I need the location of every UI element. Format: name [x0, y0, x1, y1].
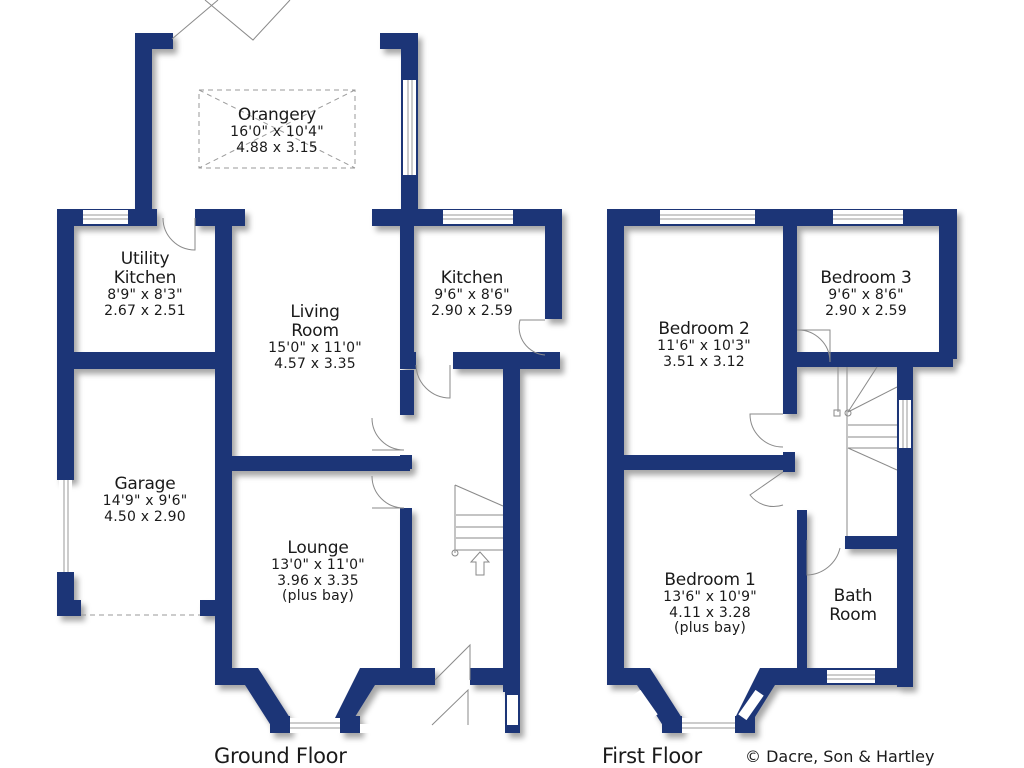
first-floor-title: First Floor [602, 744, 702, 768]
room-name: Room [829, 605, 877, 626]
room-dimensions-metric: 4.88 x 3.15 [236, 139, 318, 156]
ground-floor-details [81, 0, 546, 726]
room-dimensions-imperial: 16'0" x 10'4" [230, 124, 324, 141]
room-dimensions-metric: 2.67 x 2.51 [104, 302, 186, 319]
room-name: Lounge [287, 538, 349, 558]
room-dimensions-metric: 2.90 x 2.59 [825, 302, 907, 319]
room-dimensions-metric: 3.51 x 3.12 [663, 353, 745, 370]
room-dimensions-metric: 4.57 x 3.35 [274, 355, 356, 372]
room-label-kitchen: Kitchen 9'6" x 8'6" 2.90 x 2.59 [431, 268, 513, 319]
room-label-bedroom-2: Bedroom 2 11'6" x 10'3" 3.51 x 3.12 [657, 319, 751, 370]
ground-floor-title: Ground Floor [214, 744, 347, 768]
room-note: (plus bay) [281, 588, 355, 605]
room-dimensions-imperial: 11'6" x 10'3" [657, 338, 751, 355]
room-dimensions-imperial: 14'9" x 9'6" [102, 493, 188, 510]
room-name: Utility [120, 249, 170, 269]
room-name: Living [290, 302, 340, 322]
room-name: Kitchen [113, 268, 177, 289]
room-dimensions-metric: 2.90 x 2.59 [431, 302, 513, 319]
room-name: Garage [114, 474, 176, 494]
room-name: Room [291, 321, 339, 342]
room-label-living-room: Living Room 15'0" x 11'0" 4.57 x 3.35 [268, 302, 362, 372]
room-label-bedroom-1: Bedroom 1 13'6" x 10'9" 4.11 x 3.28 (plu… [663, 570, 757, 637]
room-label-utility-kitchen: Utility Kitchen 8'9" x 8'3" 2.67 x 2.51 [104, 249, 186, 319]
room-label-bedroom-3: Bedroom 3 9'6" x 8'6" 2.90 x 2.59 [820, 268, 912, 319]
room-name: Kitchen [440, 268, 504, 288]
room-name: Bath [833, 586, 873, 606]
room-name: Bedroom 2 [658, 319, 750, 339]
room-label-orangery: Orangery 16'0" x 10'4" 4.88 x 3.15 [230, 105, 324, 156]
first-floor-windows [632, 210, 911, 733]
room-dimensions-metric: 4.11 x 3.28 [669, 604, 751, 621]
room-dimensions-imperial: 9'6" x 8'6" [828, 287, 904, 304]
room-label-garage: Garage 14'9" x 9'6" 4.50 x 2.90 [102, 474, 188, 525]
first-floor-details [749, 329, 898, 576]
room-note: (plus bay) [673, 620, 747, 637]
room-dimensions-imperial: 13'6" x 10'9" [663, 589, 757, 606]
room-name: Orangery [237, 105, 317, 125]
room-dimensions-metric: 3.96 x 3.35 [277, 572, 359, 589]
room-dimensions-metric: 4.50 x 2.90 [104, 508, 186, 525]
room-dimensions-imperial: 8'9" x 8'3" [107, 287, 183, 304]
room-dimensions-imperial: 13'0" x 11'0" [271, 557, 365, 574]
ground-floor-windows [59, 80, 518, 733]
room-name: Bedroom 3 [820, 268, 912, 288]
room-label-bathroom: Bath Room [829, 586, 877, 626]
room-dimensions-imperial: 15'0" x 11'0" [268, 340, 362, 357]
room-name: Bedroom 1 [664, 570, 756, 590]
room-label-lounge: Lounge 13'0" x 11'0" 3.96 x 3.35 (plus b… [271, 538, 365, 605]
room-dimensions-imperial: 9'6" x 8'6" [434, 287, 510, 304]
copyright-notice: © Dacre, Son & Hartley [745, 747, 935, 766]
